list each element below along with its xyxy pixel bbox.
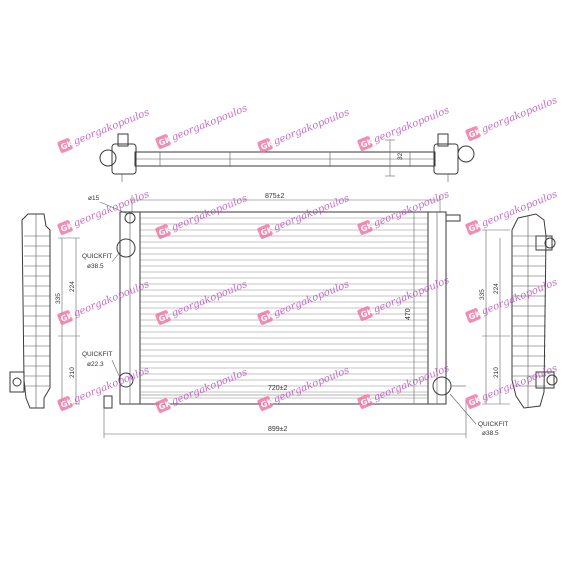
dim-pipe-diameter: ø15 (88, 195, 100, 202)
dim-left-total: 335 (55, 293, 62, 304)
watermark-logo (357, 136, 373, 151)
watermark-text: georgakopoulos (480, 189, 559, 229)
left-ribs (24, 235, 50, 387)
watermark-text: georgakopoulos (72, 189, 151, 229)
quickfit-lower-left-diameter: ø22.3 (87, 361, 104, 368)
watermark-text: georgakopoulos (72, 107, 151, 147)
watermark-logo (57, 310, 73, 325)
watermark-logo (357, 306, 373, 321)
watermark-logo (465, 220, 481, 235)
watermark-logo (257, 138, 273, 153)
dim-core-width: 720±2 (268, 385, 288, 392)
watermark-logo (57, 396, 73, 411)
front-view: 875±2 ø15 470 720±2 899±2 QUICKFIT ø38. (82, 193, 508, 438)
watermark-text: georgakopoulos (72, 279, 151, 319)
quickfit-lower-right-label: QUICKFIT (478, 421, 508, 428)
dim-left-upper: 224 (69, 281, 76, 292)
watermark-logo (357, 394, 373, 409)
watermark-text: georgakopoulos (480, 363, 559, 403)
watermark-logo (257, 310, 273, 325)
dim-top-width: 875±2 (265, 193, 285, 200)
watermark-text: georgakopoulos (372, 363, 451, 403)
dim-core-height: 470 (405, 308, 412, 320)
watermark-text: georgakopoulos (170, 103, 249, 143)
right-side-view: 335 224 210 (479, 213, 558, 409)
left-side-view: 224 335 210 (9, 213, 80, 409)
watermark-text: georgakopoulos (372, 105, 451, 145)
watermark-logo (155, 310, 171, 325)
quickfit-upper-left-diameter: ø38.5 (87, 263, 104, 270)
watermark-text: georgakopoulos (272, 107, 351, 147)
watermark-text: georgakopoulos (372, 189, 451, 229)
quickfit-lower-left-label: QUICKFIT (82, 351, 112, 358)
watermark-logo (155, 224, 171, 239)
watermark-logo (57, 138, 73, 153)
dim-overall-width: 899±2 (268, 426, 288, 433)
dim-right-upper: 224 (493, 283, 500, 294)
watermark-logo (357, 220, 373, 235)
watermark-logo (257, 396, 273, 411)
quickfit-lower-right-diameter: ø38.5 (482, 430, 499, 437)
watermark-logo (155, 398, 171, 413)
watermark-logo (465, 394, 481, 409)
watermark-text: georgakopoulos (170, 279, 249, 319)
upper-left-outlet (116, 238, 136, 258)
watermark-text: georgakopoulos (480, 95, 559, 135)
watermark-text: georgakopoulos (72, 365, 151, 405)
lower-left-outlet (118, 372, 134, 388)
dim-right-lower: 210 (493, 367, 500, 378)
quickfit-upper-left-label: QUICKFIT (82, 253, 112, 260)
right-ribs (512, 235, 546, 387)
watermark-text: georgakopoulos (272, 279, 351, 319)
dim-right-total: 335 (479, 289, 486, 300)
dim-top-depth: 32 (397, 152, 404, 160)
top-view: 32 (99, 133, 475, 182)
watermark-text: georgakopoulos (170, 193, 249, 233)
watermark-logo (465, 308, 481, 323)
top-left-port (124, 212, 136, 224)
watermark-logo (465, 126, 481, 141)
lower-right-outlet (432, 376, 452, 396)
watermark-logo (257, 224, 273, 239)
dim-left-lower: 210 (69, 367, 76, 378)
watermark-text: georgakopoulos (170, 367, 249, 407)
watermark-logo (57, 220, 73, 235)
watermark-logo (155, 134, 171, 149)
core-fins (140, 217, 428, 399)
watermark-text: georgakopoulos (480, 277, 559, 317)
